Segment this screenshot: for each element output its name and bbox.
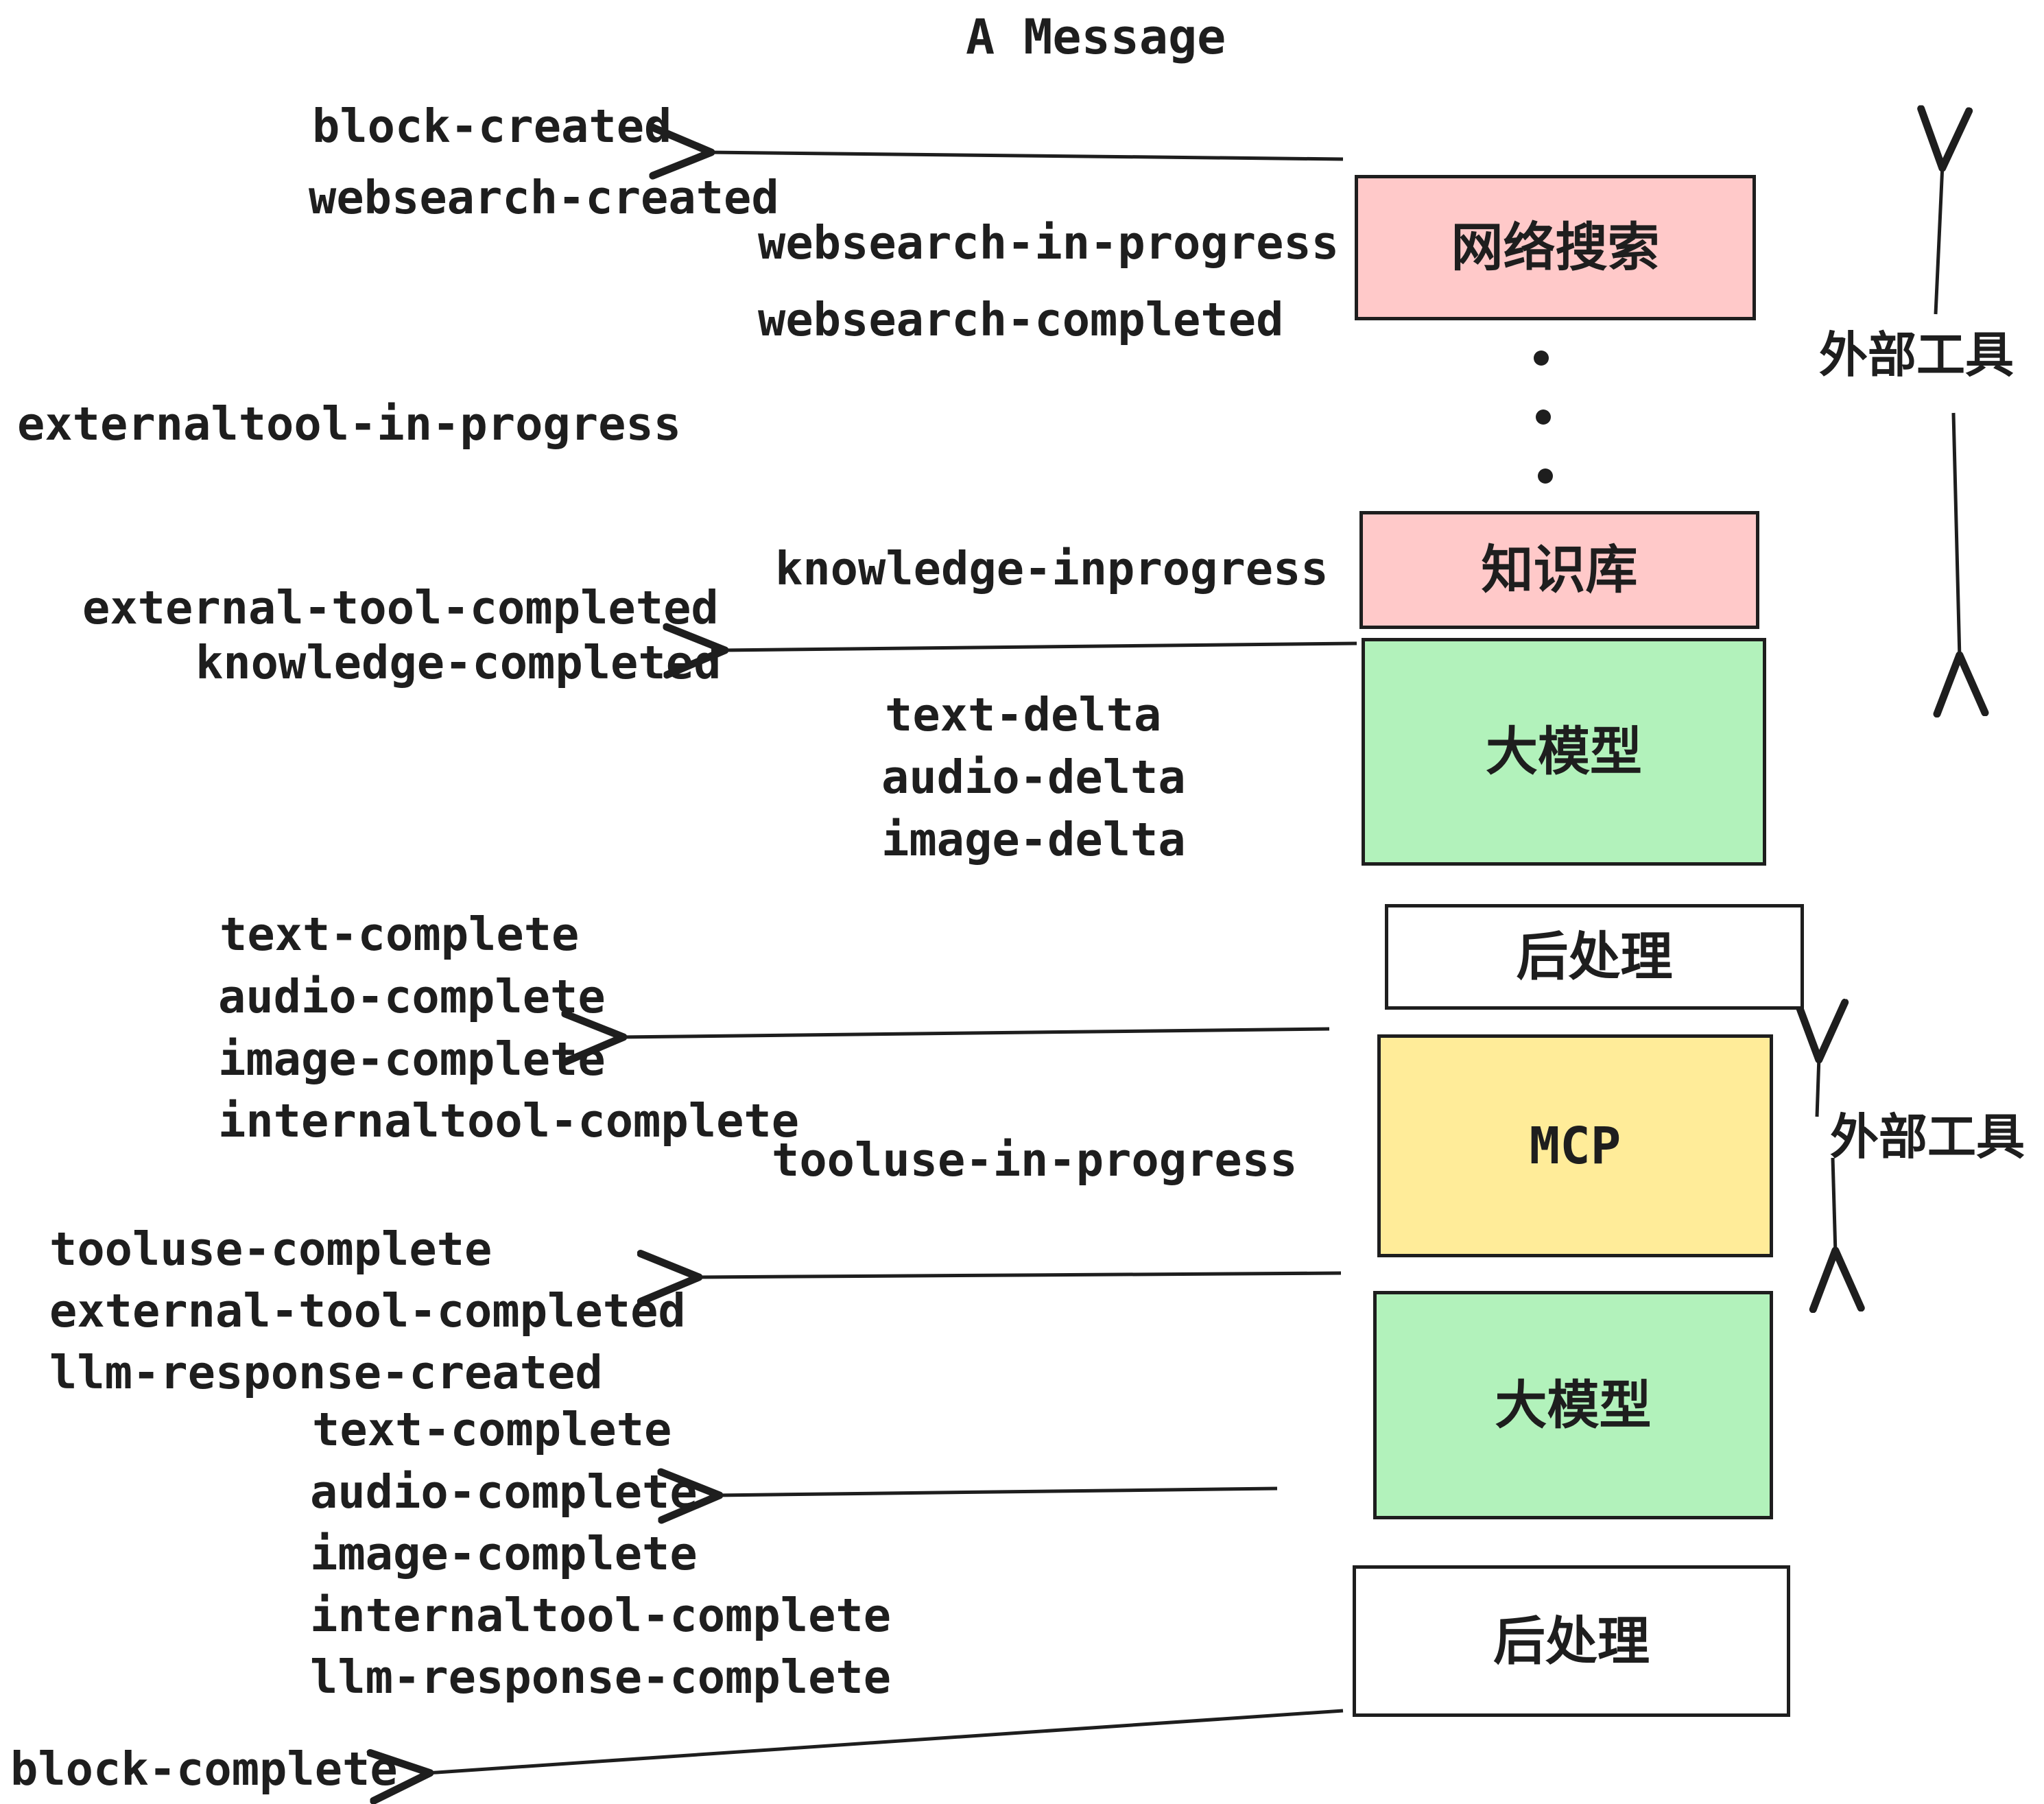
box-llm-1: 大模型 xyxy=(1362,638,1766,866)
arrow-tooluse-complete xyxy=(696,1273,1342,1277)
event-audio-complete: audio-complete xyxy=(218,970,606,1023)
event-text-delta: text-delta xyxy=(885,688,1162,741)
arrow-block-complete xyxy=(427,1709,1344,1773)
box-mcp-label: MCP xyxy=(1529,1116,1621,1176)
box-postprocess-2-label: 后处理 xyxy=(1493,1610,1650,1672)
event-image-complete: image-complete xyxy=(218,1032,606,1086)
event-websearch-in-progress: websearch-in-progress xyxy=(758,216,1340,270)
event-audio-delta: audio-delta xyxy=(881,750,1186,804)
event-image-delta: image-delta xyxy=(881,813,1186,866)
event-block-complete: block-complete xyxy=(10,1742,398,1796)
box-websearch-label: 网络搜索 xyxy=(1451,217,1660,278)
event-tooluse-in-progress: tooluse-in-progress xyxy=(772,1133,1298,1187)
event-block-created: block-created xyxy=(312,99,672,153)
event-text-complete: text-complete xyxy=(219,907,580,961)
event-websearch-created: websearch-created xyxy=(309,171,779,224)
label-external-tools-mcp: 外部工具 xyxy=(1830,1108,2025,1165)
event-external-tool-completed: external-tool-completed xyxy=(49,1284,686,1338)
box-postprocess-1: 后处理 xyxy=(1385,904,1804,1010)
box-llm-1-label: 大模型 xyxy=(1486,721,1642,782)
arrow-websearch-created xyxy=(708,152,1344,159)
diagram-title: A Message xyxy=(966,9,1226,65)
arrow-image-complete xyxy=(620,1029,1330,1037)
ellipsis-dot-2 xyxy=(1536,410,1551,425)
arrow-mcp-external-down xyxy=(1833,1157,1835,1254)
event-internaltool-complete: internaltool-complete xyxy=(218,1094,800,1148)
event-image-complete: image-complete xyxy=(310,1527,698,1580)
event-internaltool-complete: internaltool-complete xyxy=(310,1589,892,1642)
box-postprocess-2: 后处理 xyxy=(1353,1565,1790,1717)
event-knowledge-completed: knowledge-completed xyxy=(195,636,722,689)
arrow-audio-complete xyxy=(716,1488,1278,1495)
event-knowledge-inprogress: knowledge-inprogress xyxy=(775,542,1329,595)
event-text-complete: text-complete xyxy=(312,1403,672,1456)
event-audio-complete: audio-complete xyxy=(310,1465,698,1519)
event-tooluse-complete: tooluse-complete xyxy=(49,1222,492,1276)
box-knowledge-label: 知识库 xyxy=(1481,539,1638,600)
box-llm-2-label: 大模型 xyxy=(1495,1374,1652,1436)
event-llm-response-created: llm-response-created xyxy=(49,1346,603,1399)
arrow-external-tools-down xyxy=(1953,412,1960,658)
arrow-external-tools-up xyxy=(1936,165,1942,315)
event-websearch-completed: websearch-completed xyxy=(758,293,1284,346)
ellipsis-dot-3 xyxy=(1538,468,1553,484)
box-llm-2: 大模型 xyxy=(1373,1291,1773,1519)
event-llm-response-complete: llm-response-complete xyxy=(310,1650,892,1704)
box-postprocess-1-label: 后处理 xyxy=(1516,926,1673,987)
event-externaltool-in-progress: externaltool-in-progress xyxy=(17,397,682,451)
box-mcp: MCP xyxy=(1377,1034,1773,1257)
box-websearch: 网络搜索 xyxy=(1355,175,1756,320)
box-knowledge: 知识库 xyxy=(1359,511,1759,629)
label-external-tools-top: 外部工具 xyxy=(1819,327,2015,383)
arrow-knowledge-completed xyxy=(722,643,1357,650)
arrow-mcp-external-up xyxy=(1817,1056,1819,1117)
ellipsis-dot-1 xyxy=(1534,351,1549,366)
event-external-tool-completed: external-tool-completed xyxy=(82,581,719,634)
